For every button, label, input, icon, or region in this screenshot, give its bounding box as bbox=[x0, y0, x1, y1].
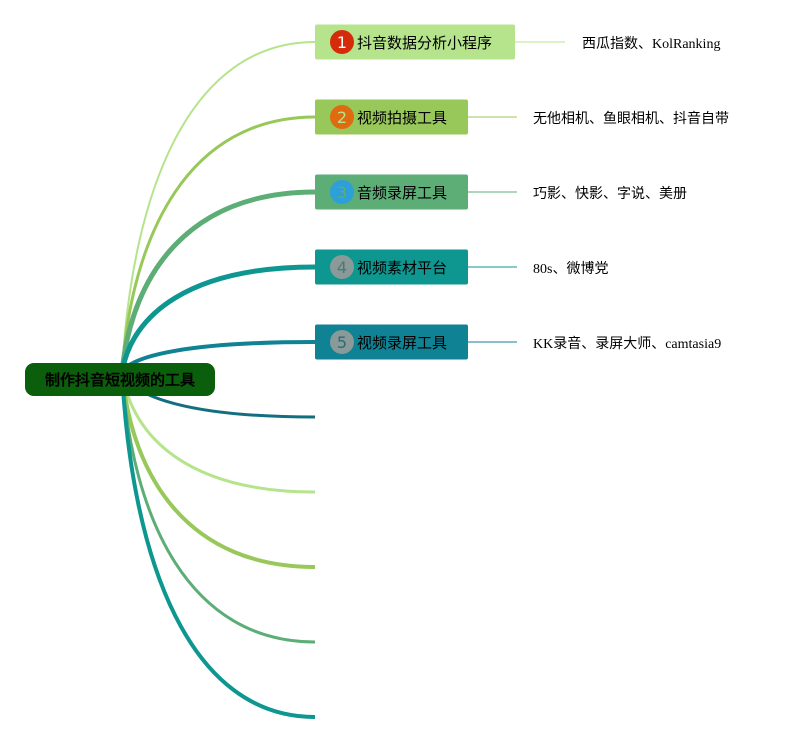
branch-note-2[interactable]: 无他相机、鱼眼相机、抖音自带 bbox=[533, 110, 729, 127]
number-badge-icon bbox=[330, 330, 354, 354]
branch-note-3[interactable]: 巧影、快影、字说、美册 bbox=[533, 186, 687, 202]
empty-branch-line-2 bbox=[120, 371, 316, 494]
branch-node-box[interactable] bbox=[315, 324, 468, 360]
empty-branch-line-3 bbox=[120, 371, 316, 569]
branch-nodes: 1 抖音数据分析小程序 西瓜指数、KolRanking 2 视频拍摄工具 无他相机、鱼眼相… bbox=[315, 24, 729, 360]
number-badge-icon bbox=[330, 180, 354, 204]
branch-line-4 bbox=[119, 264, 318, 375]
number-badge-label: 5 bbox=[337, 333, 347, 352]
branch-note-5[interactable]: KK录音、录屏大师、camtasia9 bbox=[533, 335, 721, 352]
empty-branch-line-4 bbox=[120, 371, 316, 644]
branch-line-3 bbox=[119, 189, 318, 375]
number-badge-label: 2 bbox=[337, 108, 347, 127]
branch-node-4[interactable]: 4 视频素材平台 bbox=[315, 249, 468, 285]
root-node-label: 制作抖音短视频的工具 bbox=[45, 371, 195, 389]
branch-node-box[interactable] bbox=[315, 174, 468, 210]
branch-node-box[interactable] bbox=[315, 249, 468, 285]
root-node[interactable]: 制作抖音短视频的工具 bbox=[25, 363, 215, 396]
root-node-box[interactable] bbox=[25, 363, 215, 396]
branch-node-1[interactable]: 1 抖音数据分析小程序 bbox=[315, 24, 515, 60]
branch-node-2[interactable]: 2 视频拍摄工具 bbox=[315, 99, 468, 135]
number-badge-label: 4 bbox=[337, 258, 347, 277]
empty-branch-line-5 bbox=[120, 371, 316, 719]
number-badge-label: 3 bbox=[337, 183, 347, 202]
branch-line-1 bbox=[121, 41, 316, 373]
branch-node-label: 视频录屏工具 bbox=[357, 334, 447, 352]
branch-node-label: 音频录屏工具 bbox=[357, 184, 447, 202]
branch-node-label: 视频拍摄工具 bbox=[357, 109, 447, 127]
branch-node-3[interactable]: 3 音频录屏工具 bbox=[315, 174, 468, 210]
number-badge-icon bbox=[330, 105, 354, 129]
branch-node-box[interactable] bbox=[315, 99, 468, 135]
branch-node-5[interactable]: 5 视频录屏工具 bbox=[315, 324, 468, 360]
branch-node-label: 视频素材平台 bbox=[357, 259, 447, 277]
branch-line-2 bbox=[120, 115, 317, 374]
number-badge-icon bbox=[330, 30, 354, 54]
branch-note-4[interactable]: 80s、微博党 bbox=[533, 260, 608, 277]
branch-node-label: 抖音数据分析小程序 bbox=[357, 34, 492, 52]
branch-node-box[interactable] bbox=[315, 24, 515, 60]
number-badge-icon bbox=[330, 255, 354, 279]
branch-note-1[interactable]: 西瓜指数、KolRanking bbox=[582, 36, 720, 52]
number-badge-label: 1 bbox=[337, 33, 347, 52]
